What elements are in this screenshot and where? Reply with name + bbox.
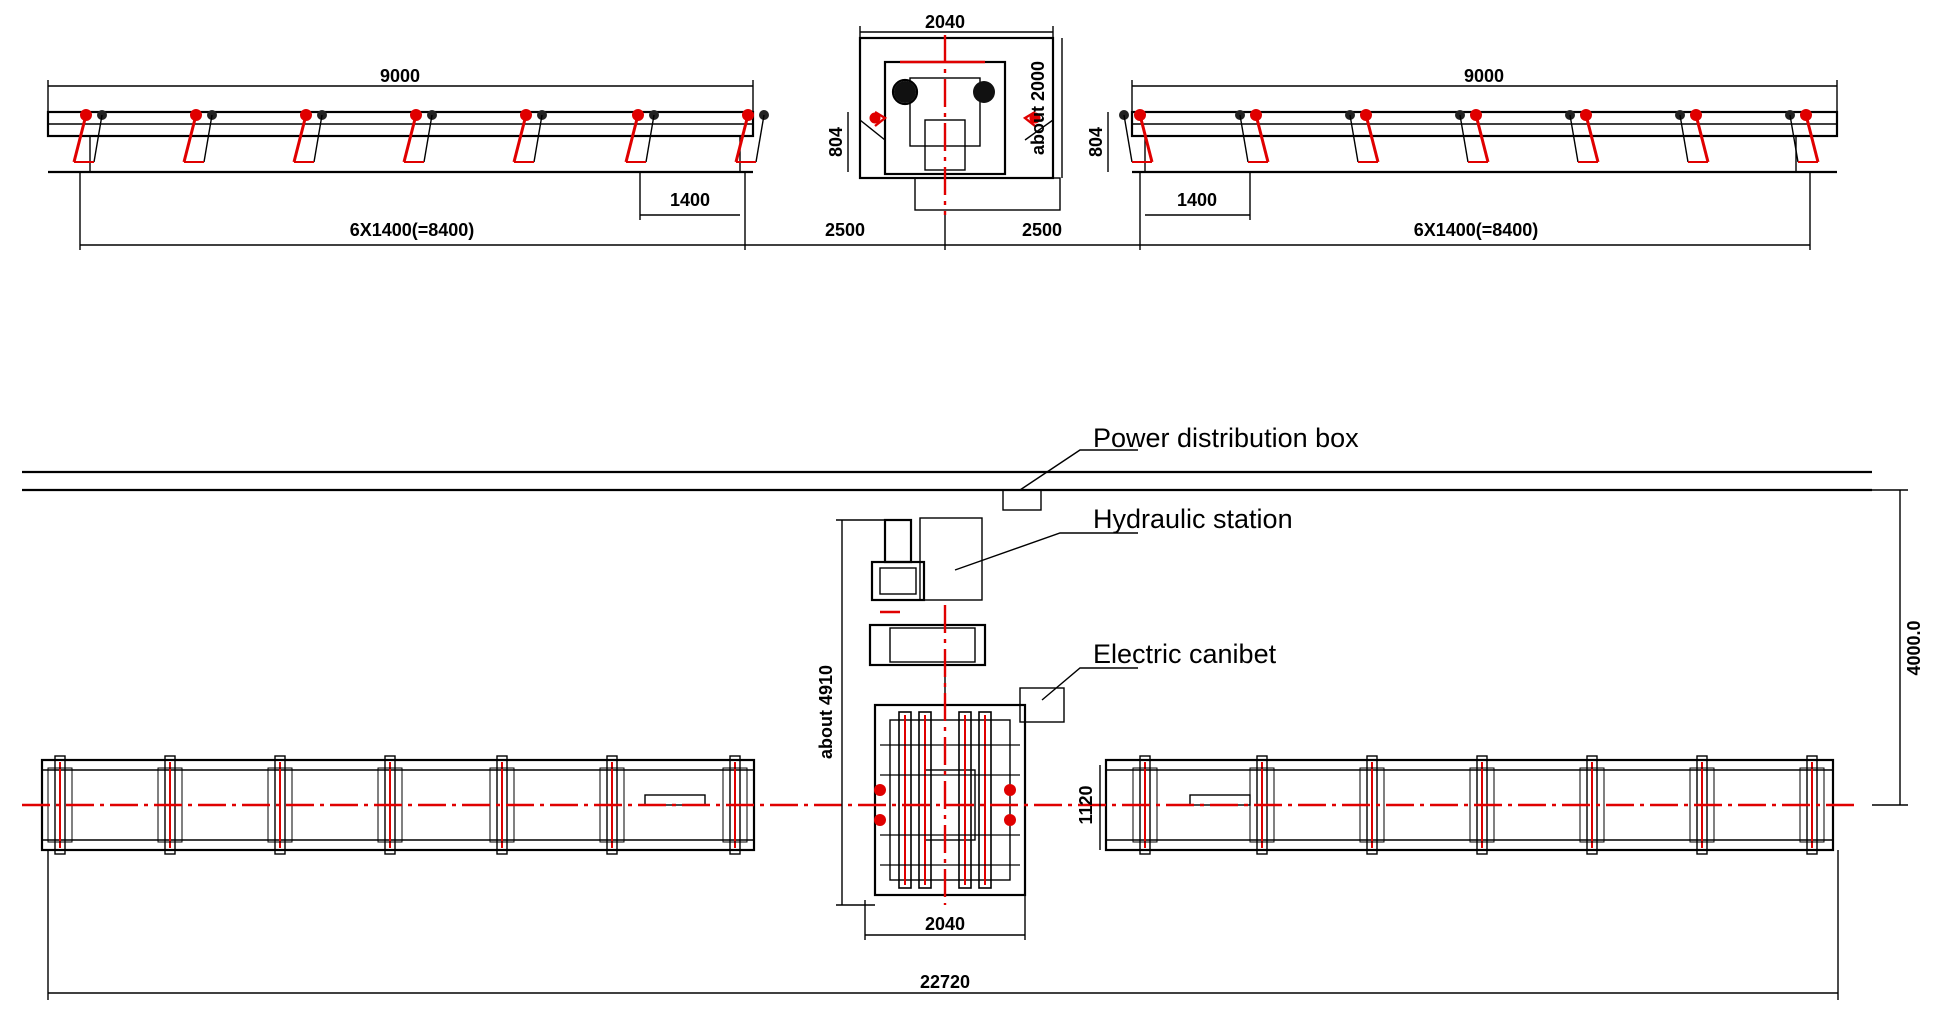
plan-dimensions: about 4910 2040 1120 22720 — [47, 519, 1839, 1000]
electric-cabinet: Electric canibet — [1019, 639, 1277, 723]
machine-side-height-dim: 804 — [826, 127, 846, 157]
roller-arm — [1694, 114, 1710, 163]
roller-arm — [1459, 114, 1469, 163]
machine-elevation — [858, 35, 1061, 215]
conveyor-width-dim: 1120 — [1076, 785, 1096, 824]
machine-red-node — [1004, 784, 1016, 796]
roller-arm — [1349, 114, 1359, 163]
roller-arm — [203, 114, 213, 163]
roller-arm — [1789, 114, 1799, 163]
machine-column — [898, 711, 912, 889]
machine-red-node — [874, 784, 886, 796]
machine-red-node — [874, 814, 886, 826]
roller-arm — [1584, 114, 1600, 163]
roller-arm — [533, 114, 543, 163]
power-box-label: Power distribution box — [1093, 423, 1359, 453]
right-overall-dim: 9000 — [1464, 66, 1504, 86]
machine-column — [918, 711, 932, 889]
plan-roller — [274, 755, 286, 855]
roller-arm — [72, 114, 88, 163]
roller-arm — [402, 114, 418, 163]
roller-arm — [645, 114, 655, 163]
roller-arm — [93, 114, 103, 163]
left-pitch-total-dim: 6X1400(=8400) — [350, 220, 475, 240]
right-conveyor-elevation — [1119, 109, 1839, 174]
roller-arm — [1138, 114, 1154, 163]
power-distribution-box: Power distribution box — [1002, 423, 1359, 511]
machine-red-node — [1004, 814, 1016, 826]
left-overall-dim: 9000 — [380, 66, 420, 86]
right-pitch-dim: 1400 — [1177, 190, 1217, 210]
hydraulic-label: Hydraulic station — [1093, 504, 1293, 534]
roller-arm — [182, 114, 198, 163]
machine-width-plan-dim: 2040 — [925, 914, 965, 934]
machine-column — [978, 711, 992, 889]
right-offset-dim: 2500 — [1022, 220, 1062, 240]
roller-arm — [1474, 114, 1490, 163]
roller-arm — [1679, 114, 1689, 163]
machine-width-dim: 2040 — [925, 12, 965, 32]
roller-arm — [292, 114, 308, 163]
roller-arm — [512, 114, 528, 163]
left-conveyor-elevation — [46, 109, 769, 174]
machine-length-dim: about 4910 — [816, 665, 836, 759]
roller-arm — [313, 114, 323, 163]
right-pitch-total-dim: 6X1400(=8400) — [1414, 220, 1539, 240]
right-conveyor-height-dim: 804 — [1086, 127, 1106, 157]
roller-arm — [734, 114, 750, 163]
wall-distance-dim: 4000.0 — [1904, 620, 1924, 675]
left-offset-dim: 2500 — [825, 220, 865, 240]
left-pitch-dim: 1400 — [670, 190, 710, 210]
machine-plan — [868, 518, 1027, 905]
overall-length-dim: 22720 — [920, 972, 970, 992]
roller-arm — [1569, 114, 1579, 163]
roller-arm — [423, 114, 433, 163]
hydraulic-station: Hydraulic station — [919, 504, 1293, 601]
roller-arm — [1254, 114, 1270, 163]
roller-arm — [1804, 114, 1820, 163]
roller-arm — [1239, 114, 1249, 163]
wall: 4000.0 — [22, 470, 1924, 806]
cabinet-label: Electric canibet — [1093, 639, 1277, 669]
top-dimensions: 9000 9000 2040 about 2000 804 804 1400 1… — [47, 12, 1838, 250]
roller-arm — [1364, 114, 1380, 163]
machine-column — [958, 711, 972, 889]
roller-arm — [624, 114, 640, 163]
plan-roller — [54, 755, 66, 855]
roller-arm — [1123, 114, 1133, 163]
machine-height-dim: about 2000 — [1028, 61, 1048, 155]
roller-arm — [755, 114, 765, 163]
